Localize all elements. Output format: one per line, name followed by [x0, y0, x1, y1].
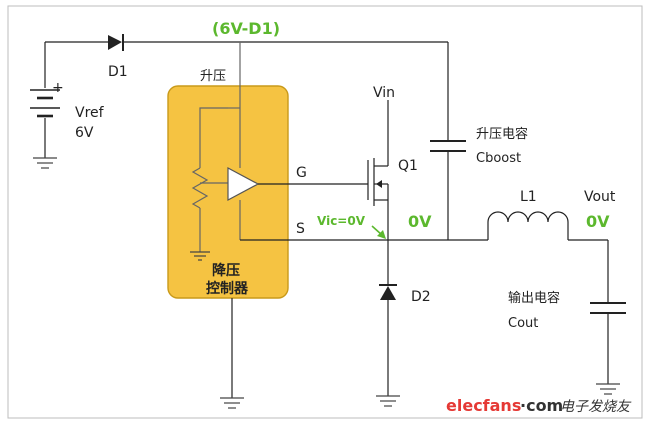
cboost-label: Cboost: [476, 151, 521, 166]
l1-inductor-icon: [487, 211, 569, 240]
watermark-domain: ·com: [520, 396, 563, 415]
d1-diode-icon: [108, 34, 124, 51]
watermark-brand: elecfans: [446, 396, 521, 415]
vout-0v-label: 0V: [586, 212, 610, 231]
cout-cn-label: 输出电容: [508, 290, 560, 306]
cout-label: Cout: [508, 316, 538, 331]
vic-label: Vic=0V: [317, 214, 366, 228]
cout-capacitor-icon: [590, 302, 626, 314]
vref-name-label: Vref: [75, 105, 105, 121]
driver-amplifier-icon: [227, 167, 260, 201]
d2-label: D2: [411, 289, 431, 305]
pin-g-label: G: [296, 165, 307, 181]
controller-label-line1: 降压: [212, 262, 240, 279]
vref-ground-icon: [33, 157, 57, 169]
cout-ground-icon: [596, 383, 620, 395]
vic-arrow-icon: [371, 225, 386, 239]
boost-title-label: 升压: [200, 69, 226, 84]
cboost-cn-label: 升压电容: [476, 126, 528, 142]
pin-s-label: S: [296, 221, 305, 237]
d2-diode-icon: [379, 284, 397, 300]
vref-value-label: 6V: [75, 125, 94, 141]
vref-source: [30, 41, 108, 169]
cboost-capacitor-icon: [430, 140, 466, 152]
q1-label: Q1: [398, 158, 418, 174]
internal-top-wire: [199, 107, 228, 168]
vref-plus-label: +: [52, 80, 64, 96]
internal-ground-icon: [190, 251, 210, 261]
diagram-frame: [7, 5, 643, 419]
switch-node-0v-label: 0V: [408, 212, 432, 231]
watermark-logo: elecfans ·com 电子发烧友: [446, 396, 632, 415]
vin-label: Vin: [373, 85, 395, 101]
vout-label: Vout: [584, 189, 616, 205]
l1-label: L1: [520, 189, 537, 205]
watermark-cn: 电子发烧友: [560, 399, 632, 415]
q1-mosfet-icon: [367, 100, 389, 240]
top-node-label: (6V-D1): [212, 19, 280, 38]
d2-ground-icon: [376, 395, 400, 407]
d1-label: D1: [108, 64, 128, 80]
controller-ground-icon: [220, 397, 244, 409]
resistor-icon: [191, 167, 209, 209]
controller-label-line2: 控制器: [206, 280, 249, 297]
